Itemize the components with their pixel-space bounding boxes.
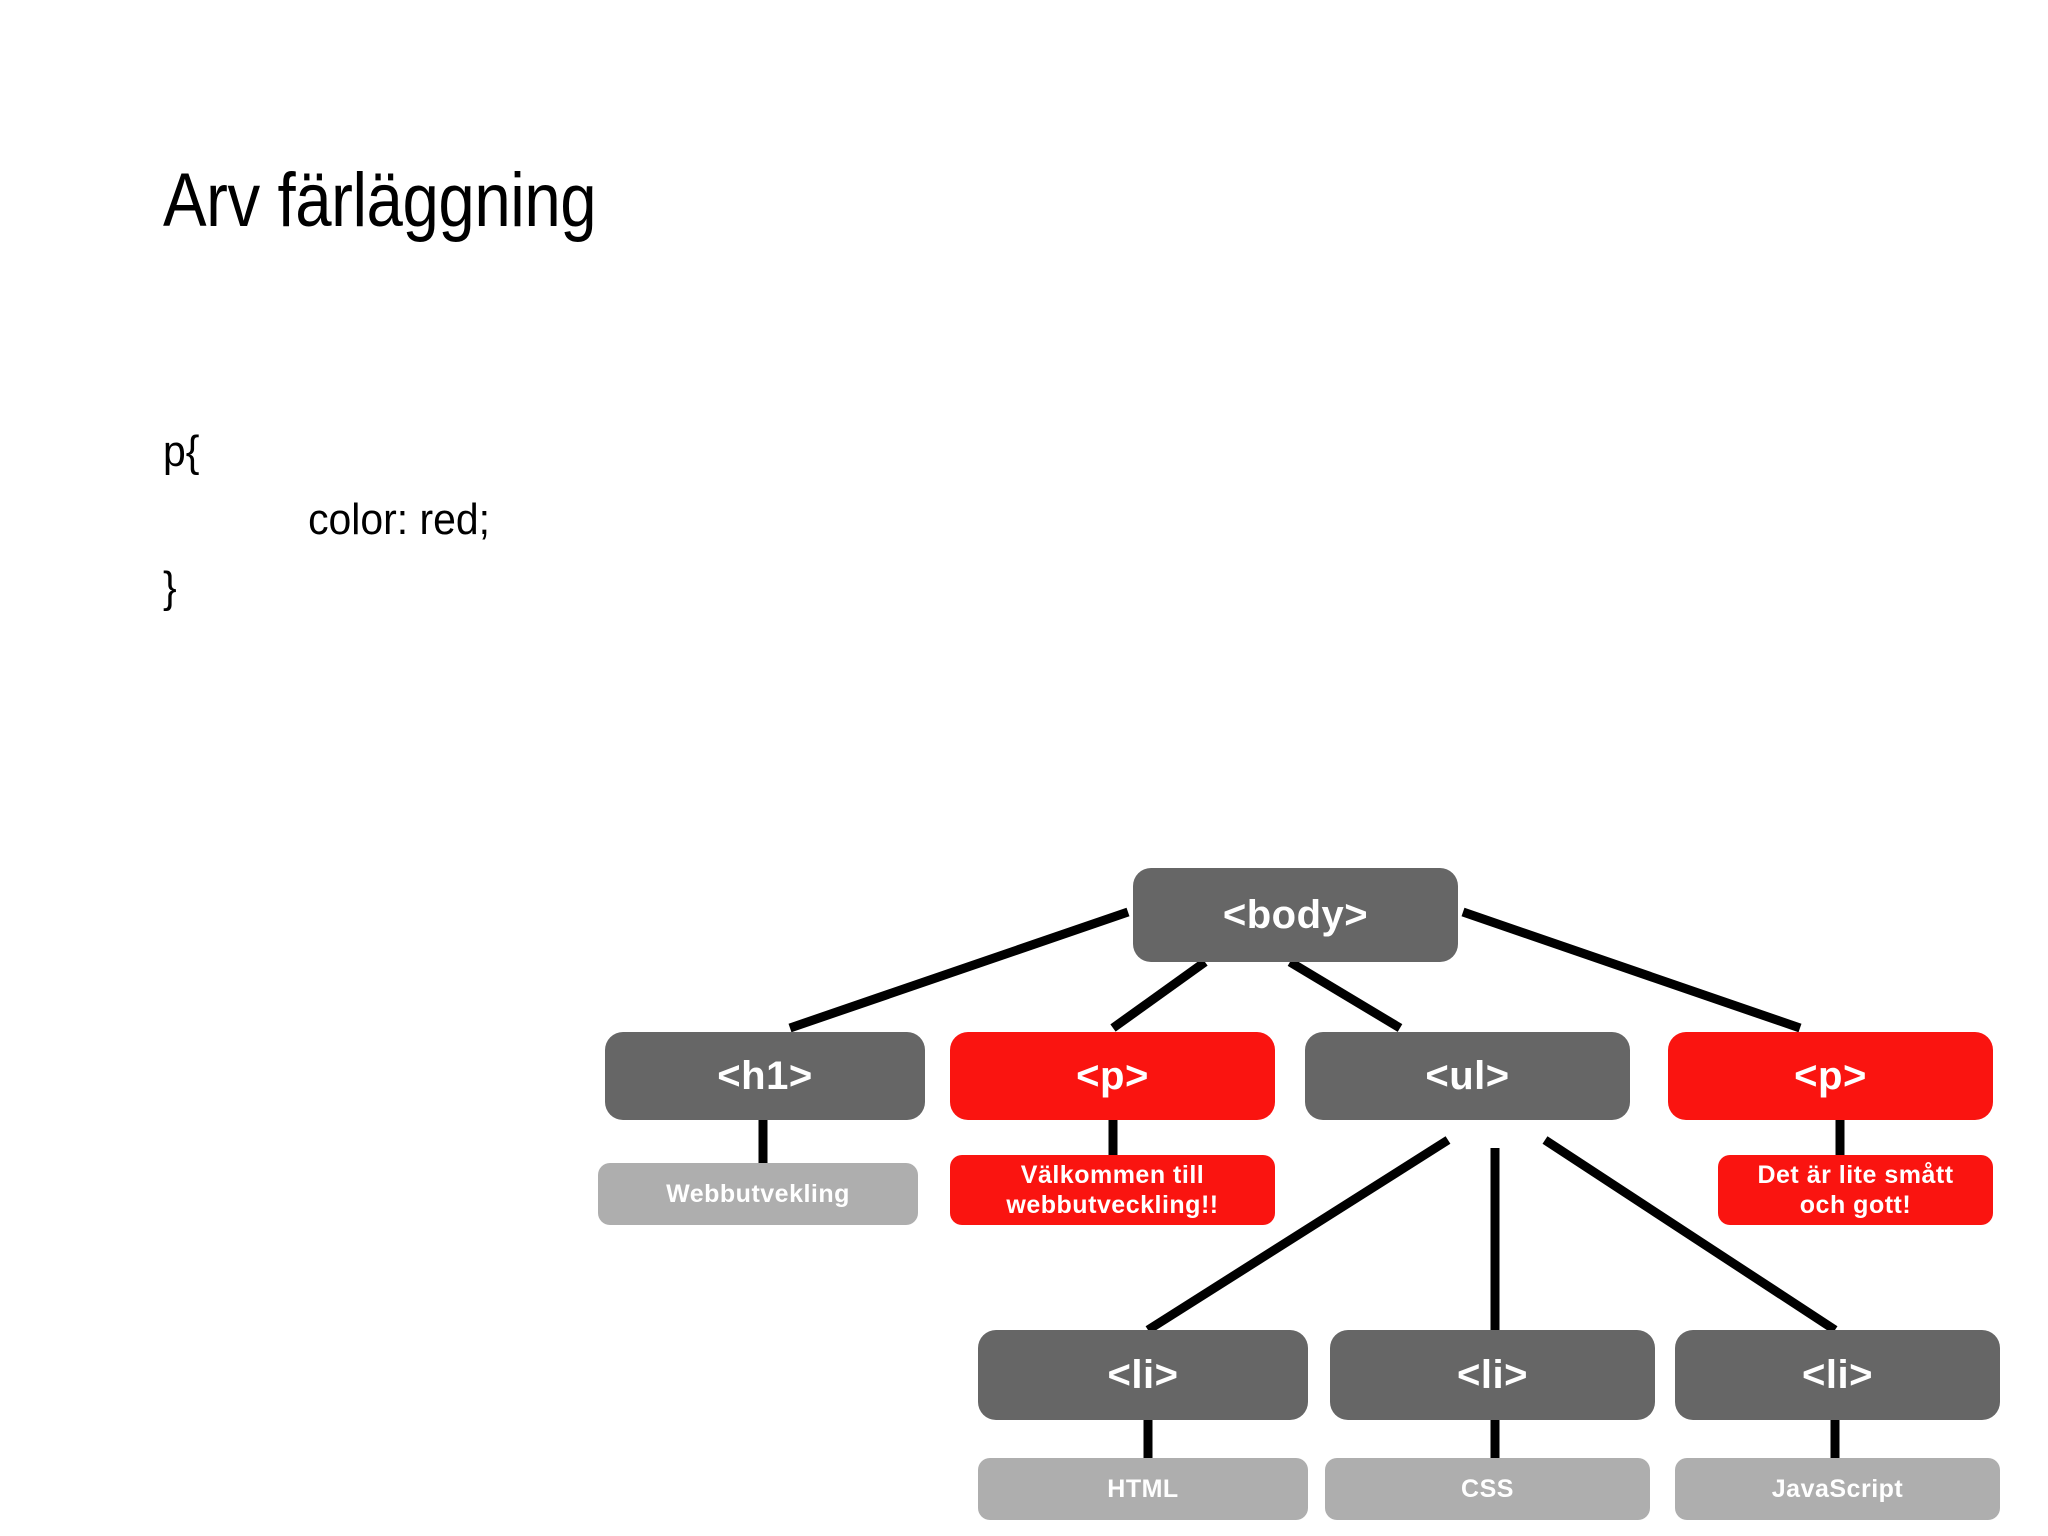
tree-text-line-1: Det är lite smått	[1757, 1160, 1954, 1189]
edge-body-h1	[788, 907, 1130, 1033]
tree-node-li-javascript[interactable]: <li>	[1675, 1330, 2000, 1420]
page-title: Arv färläggning	[163, 158, 597, 243]
code-line-close-brace: }	[163, 563, 177, 613]
tree-node-body[interactable]: <body>	[1133, 868, 1458, 962]
tree-node-p-first[interactable]: <p>	[950, 1032, 1275, 1120]
edge-body-p1	[1110, 958, 1208, 1032]
tree-text-node-css: CSS	[1325, 1458, 1650, 1520]
edge-body-ul	[1287, 958, 1403, 1032]
tree-text-line-1: Välkommen till	[1020, 1160, 1205, 1189]
code-line-declaration: color: red;	[308, 495, 491, 545]
edge-body-p2	[1461, 907, 1802, 1033]
tree-text-node-javascript: JavaScript	[1675, 1458, 2000, 1520]
tree-node-li-css[interactable]: <li>	[1330, 1330, 1655, 1420]
tree-node-ul[interactable]: <ul>	[1305, 1032, 1630, 1120]
tree-text-node-html: HTML	[978, 1458, 1308, 1520]
css-code-block: p{ color: red; }	[163, 418, 490, 623]
tree-text-node-valkommen: Välkommen till webbutveckling!!	[950, 1155, 1275, 1225]
tree-text-node-webbutvekling: Webbutvekling	[598, 1163, 918, 1225]
tree-text-node-detarlite: Det är lite smått och gott!	[1718, 1155, 1993, 1225]
tree-text-line-2: och gott!	[1799, 1191, 1912, 1219]
code-line-selector: p{	[163, 427, 200, 476]
tree-node-li-html[interactable]: <li>	[978, 1330, 1308, 1420]
tree-node-p-second[interactable]: <p>	[1668, 1032, 1993, 1120]
tree-node-h1[interactable]: <h1>	[605, 1032, 925, 1120]
tree-text-line-2: webbutveckling!!	[1006, 1191, 1219, 1219]
